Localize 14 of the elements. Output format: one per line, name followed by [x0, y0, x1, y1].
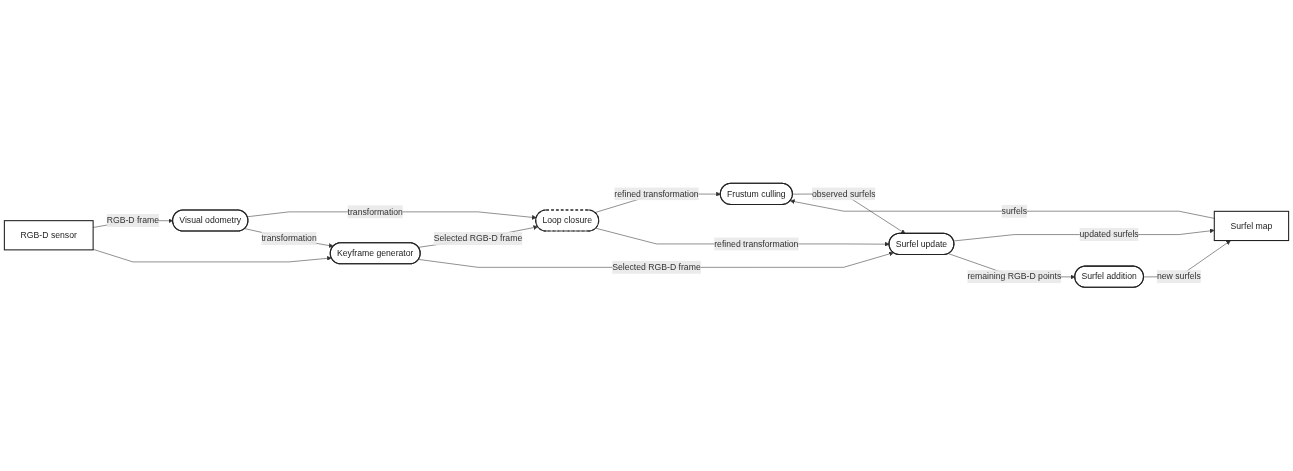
- edge-label: refined transformation: [614, 189, 699, 199]
- node-box: RGB-D sensor: [3, 220, 94, 251]
- edge-label: observed surfels: [811, 189, 876, 199]
- edge-label: new surfels: [1156, 272, 1201, 282]
- node-box: Surfel map: [1213, 211, 1290, 242]
- edge-label: updated surfels: [1079, 229, 1139, 240]
- edge-label: transformation: [261, 233, 317, 244]
- edge-label: Selected RGB-D frame: [433, 233, 523, 244]
- edge-label: refined transformation: [714, 239, 799, 249]
- edge-label: RGB-D frame: [106, 215, 160, 226]
- edge-label: Selected RGB-D frame: [612, 262, 701, 272]
- edge-label: surfels: [1001, 206, 1028, 216]
- edge-label: remaining RGB-D points: [967, 272, 1062, 282]
- edge-label: transformation: [347, 207, 403, 217]
